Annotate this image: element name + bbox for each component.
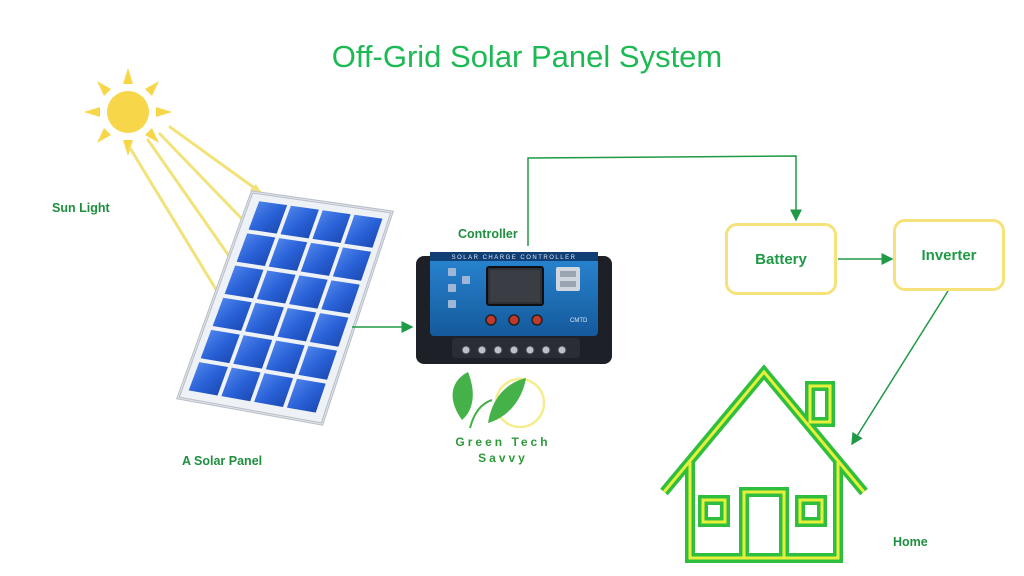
battery-box: Battery [725,223,837,295]
battery-label: Battery [755,250,807,268]
panel-cell [224,265,264,299]
panel-cell [245,302,284,337]
panel-cell [212,297,252,331]
arrow-inverter-to-home [851,290,949,446]
label-controller: Controller [458,227,518,241]
label-home: Home [893,535,928,549]
panel-cell [236,233,276,267]
panel-cell [265,340,305,375]
label-solar-panel: A Solar Panel [182,454,263,468]
panel-cell [321,280,360,314]
controller-brand: CMTD [570,318,588,324]
panel-cell [188,362,228,396]
panel-cell [233,335,273,369]
watermark-logo [452,372,546,429]
diagram-title: Off-Grid Solar Panel System [331,39,723,74]
panel-cell [256,270,296,304]
watermark-text: Green Tech Savvy [448,434,558,466]
controller-header-text: SOLAR CHARGE CONTROLLER [452,255,577,261]
house-icon [660,364,868,563]
panel-cell [332,247,372,281]
panel-cell [300,242,340,276]
panel-cell [268,238,308,271]
inverter-box: Inverter [893,219,1005,291]
panel-cell [254,373,294,407]
label-sun-light: Sun Light [52,201,110,215]
charge-controller-image: SOLAR CHARGE CONTROLLER CMTD [416,252,612,364]
panel-cell [221,367,261,402]
watermark-line-1: Green Tech [455,435,551,449]
panel-cell [286,378,326,413]
arrow-controller-to-battery [527,155,802,246]
panel-cell [248,201,288,234]
panel-cell [289,275,328,309]
panel-cell [312,210,351,244]
watermark-line-2: Savvy [478,451,528,465]
panel-cell [344,214,383,248]
panel-cell [277,308,317,342]
panel-cell [298,345,338,380]
inverter-label: Inverter [921,246,977,264]
panel-cell [280,205,319,239]
solar-panel-image [175,190,394,426]
panel-cell [200,329,240,364]
sun-icon [84,68,172,156]
panel-cell [309,313,349,347]
